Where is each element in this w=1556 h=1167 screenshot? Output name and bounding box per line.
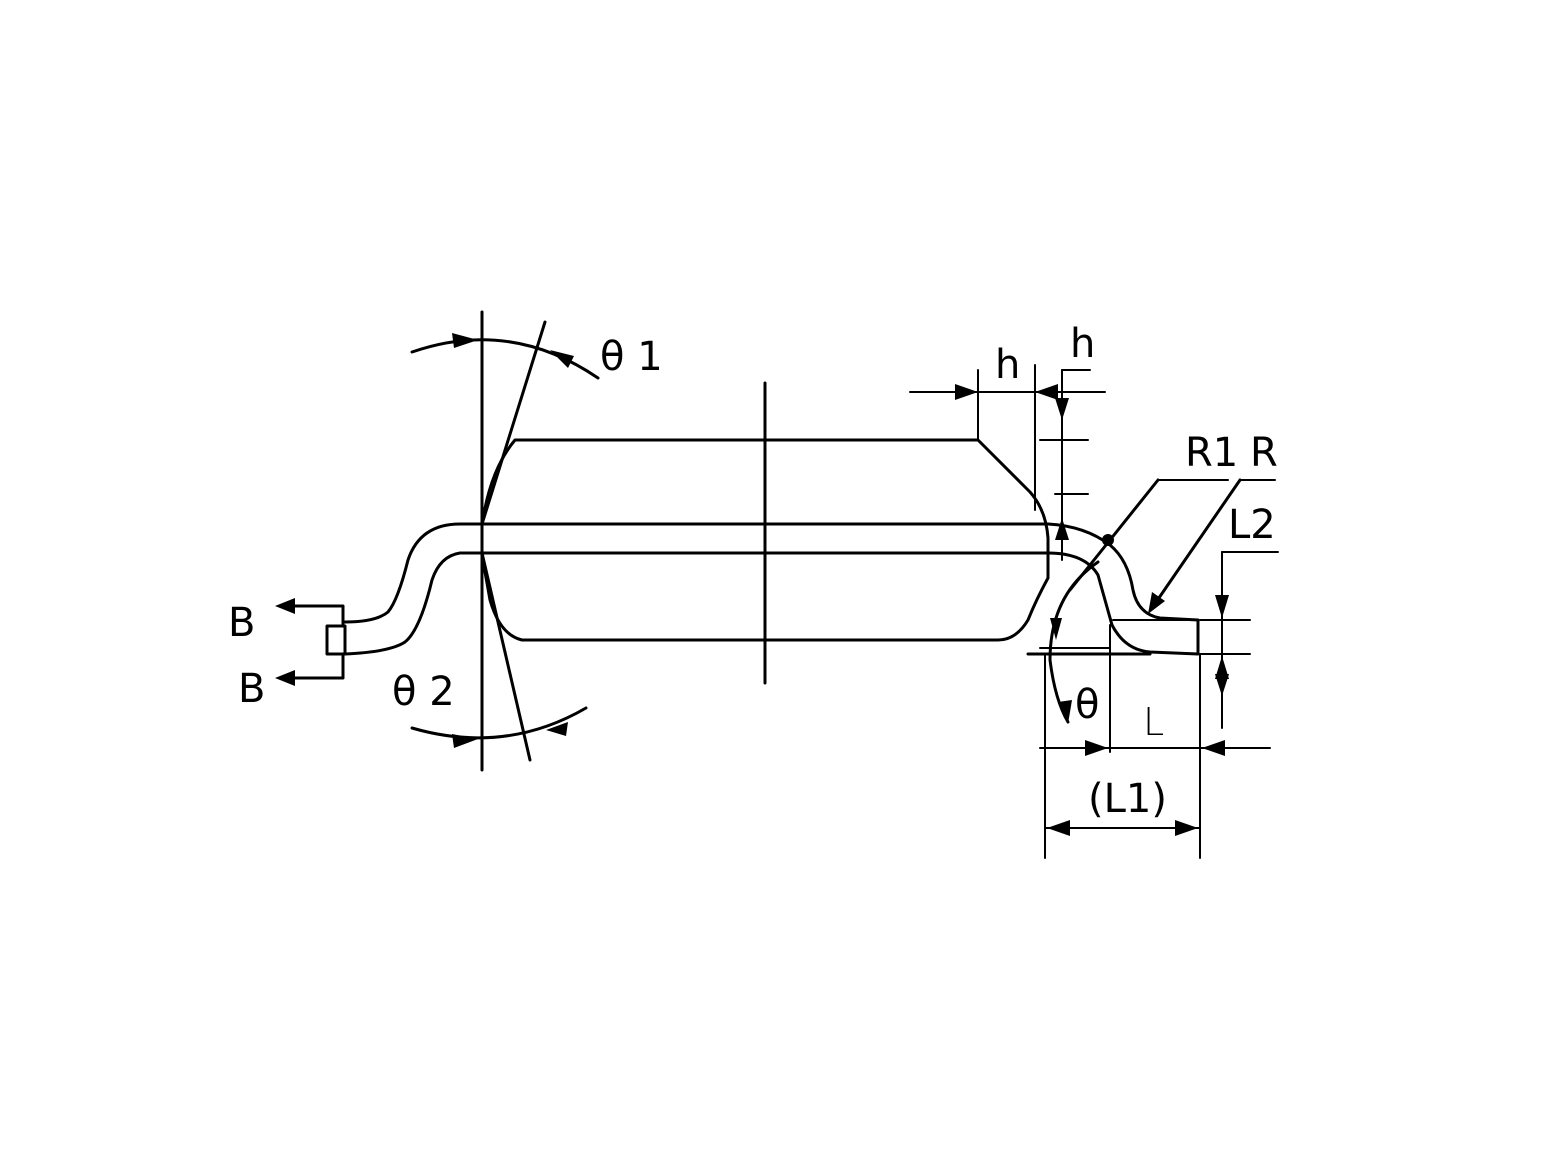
section-label-b-top: B	[228, 600, 255, 646]
label-theta: θ	[1075, 682, 1099, 728]
draft-line-top	[480, 320, 547, 526]
chamfer-h-vertical: h	[1039, 321, 1106, 561]
theta1-arc	[410, 338, 600, 380]
draft-angle-theta1: θ 1	[410, 320, 663, 526]
theta-arrow-bottom	[1058, 700, 1072, 724]
l-arrow-right	[1202, 740, 1225, 756]
l-arrow-left	[1085, 740, 1108, 756]
lead-right-upper	[1046, 522, 1200, 630]
theta1-arrow-right	[550, 350, 574, 368]
draft-angle-theta2: θ 2	[392, 551, 588, 762]
r-leader-arrow	[1148, 592, 1165, 614]
draft-line-bottom	[480, 551, 532, 762]
lead-upper-edge	[343, 522, 1050, 624]
l2-arrow-bottom	[1215, 656, 1229, 679]
package-body	[480, 310, 1050, 772]
theta2-arrow-left	[452, 734, 478, 748]
body-outline	[480, 438, 1050, 642]
label-h-side: h	[1070, 321, 1095, 367]
l2-arrow-top	[1215, 595, 1229, 618]
hv-arrow-bottom	[1055, 518, 1069, 540]
label-r: R	[1250, 430, 1278, 476]
hv-arrow-top	[1055, 398, 1069, 420]
section-arrow-bottom	[275, 670, 295, 686]
dimension-l2: L2	[1199, 502, 1279, 729]
lead-angle-theta: θ	[1026, 560, 1152, 728]
h-arrow-left	[955, 384, 978, 400]
radius-leaders: R1 R	[1068, 430, 1278, 614]
label-theta1: θ 1	[600, 334, 663, 380]
section-arrow-top	[275, 598, 295, 614]
theta2-arrow-right	[546, 722, 568, 736]
section-b-marker: B B	[228, 598, 347, 712]
lead-lower-edge	[343, 551, 1050, 656]
label-h-top: h	[995, 342, 1020, 388]
theta-arrow-top	[1050, 618, 1062, 640]
label-r1: R1	[1185, 430, 1238, 476]
lead-right-lower	[1046, 551, 1200, 656]
chamfer-h-horizontal: h	[909, 342, 1058, 511]
l2-arrow-lower	[1215, 674, 1229, 696]
r-leader-diagonal	[1150, 478, 1242, 610]
label-l2: L2	[1228, 502, 1276, 548]
section-label-b-bottom: B	[238, 666, 265, 712]
lead-cross-section	[325, 624, 347, 656]
section-line-top	[288, 604, 345, 628]
lead-frame	[343, 522, 1200, 656]
label-l: L	[1143, 700, 1164, 744]
theta2-arc	[410, 706, 588, 740]
section-line-bottom	[288, 652, 345, 680]
label-l1: (L1)	[1088, 776, 1167, 822]
l1-arrow-left	[1047, 820, 1070, 836]
r1-leader-dot	[1102, 534, 1114, 546]
label-theta2: θ 2	[392, 669, 455, 715]
theta1-arrow-left	[452, 333, 478, 348]
dimension-l-l1: L (L1)	[1039, 624, 1271, 859]
l1-arrow-right	[1175, 820, 1198, 836]
